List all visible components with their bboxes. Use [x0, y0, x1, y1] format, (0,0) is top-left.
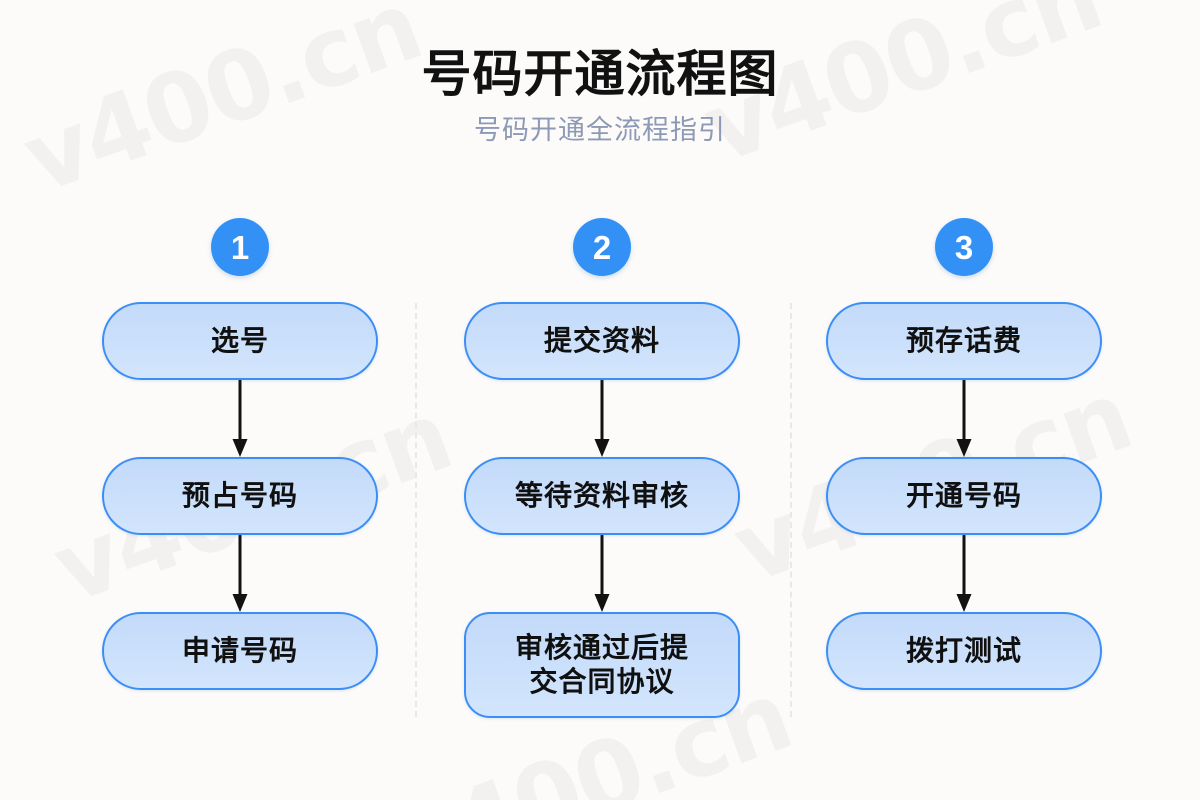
arrow-down-icon [956, 380, 972, 457]
arrow-down-icon [594, 380, 610, 457]
flow-column-1: 1 选号 预占号码 申请号码 [102, 218, 378, 690]
flow-arrow [464, 380, 740, 457]
step-badge-3: 3 [935, 218, 993, 276]
flow-node-reserve-number[interactable]: 预占号码 [102, 457, 378, 535]
flow-node-select-number[interactable]: 选号 [102, 302, 378, 380]
flow-node-await-review[interactable]: 等待资料审核 [464, 457, 740, 535]
flow-node-prepay-fee[interactable]: 预存话费 [826, 302, 1102, 380]
flow-node-label: 申请号码 [181, 634, 298, 666]
column-divider [415, 303, 417, 717]
flow-column-3: 3 预存话费 开通号码 拨打测试 [826, 218, 1102, 690]
flow-arrow [826, 535, 1102, 612]
flow-node-submit-contract[interactable]: 审核通过后提 交合同协议 [464, 612, 740, 718]
arrow-down-icon [956, 535, 972, 612]
flow-node-label: 开通号码 [905, 479, 1022, 511]
page-title: 号码开通流程图 [421, 46, 779, 102]
page-subtitle: 号码开通全流程指引 [474, 115, 726, 145]
flow-node-submit-documents[interactable]: 提交资料 [464, 302, 740, 380]
flow-node-label: 拨打测试 [905, 634, 1022, 666]
flow-arrow [102, 380, 378, 457]
flow-node-label: 预占号码 [181, 479, 298, 511]
page-header: 号码开通流程图 号码开通全流程指引 [0, 46, 1200, 146]
flow-column-2: 2 提交资料 等待资料审核 审核通过后提 交合同协议 [464, 218, 740, 718]
column-divider [790, 303, 792, 717]
arrow-down-icon [232, 535, 248, 612]
flow-node-label: 提交资料 [543, 324, 660, 356]
flow-node-dial-test[interactable]: 拨打测试 [826, 612, 1102, 690]
step-badge-2: 2 [573, 218, 631, 276]
flow-node-label: 等待资料审核 [514, 479, 689, 511]
flow-node-label: 审核通过后提 交合同协议 [514, 631, 689, 697]
flow-node-apply-number[interactable]: 申请号码 [102, 612, 378, 690]
flow-node-activate-number[interactable]: 开通号码 [826, 457, 1102, 535]
flow-node-label: 预存话费 [905, 324, 1022, 356]
flow-arrow [826, 380, 1102, 457]
arrow-down-icon [594, 535, 610, 612]
flow-node-label: 选号 [210, 324, 269, 356]
flow-arrow [464, 535, 740, 612]
step-badge-1: 1 [211, 218, 269, 276]
arrow-down-icon [232, 380, 248, 457]
flow-arrow [102, 535, 378, 612]
